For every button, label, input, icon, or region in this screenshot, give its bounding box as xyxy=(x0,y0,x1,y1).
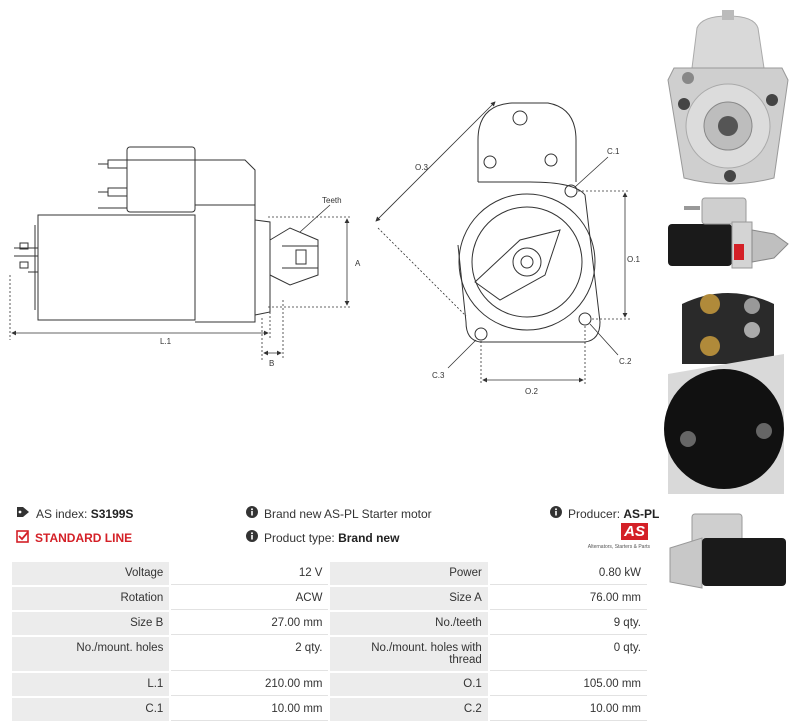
as-index-value[interactable]: S3199S xyxy=(90,506,134,521)
photo-side[interactable] xyxy=(662,192,794,280)
label-o2: O.2 xyxy=(525,387,538,396)
label-b: B xyxy=(269,359,274,368)
spec-value: 0 qty. xyxy=(489,637,647,671)
label-a: A xyxy=(355,259,361,268)
spec-value: ACW xyxy=(171,587,329,610)
spec-label: No./mount. holes with thread xyxy=(330,637,488,671)
spec-value: 76.00 mm xyxy=(489,587,647,610)
spec-label: Size B xyxy=(12,612,170,635)
side-dimensions xyxy=(9,204,352,360)
spec-value: 9 qty. xyxy=(489,612,647,635)
spec-value: 0.80 kW xyxy=(489,562,647,585)
side-view xyxy=(14,146,319,323)
label-l1: L.1 xyxy=(160,337,172,346)
label-o3: O.3 xyxy=(415,163,428,172)
as-index: AS index: S3199S xyxy=(16,506,133,521)
spec-label: Voltage xyxy=(12,562,170,585)
product-type: Product type: Brand new xyxy=(246,530,399,545)
photo-angled[interactable] xyxy=(662,508,794,598)
label-c1: C.1 xyxy=(607,147,620,156)
check-square-icon xyxy=(16,530,29,546)
as-pl-logo: AS Alternators, Starters & Parts xyxy=(587,523,650,550)
spec-value: 27.00 mm xyxy=(171,612,329,635)
spec-label: Size A xyxy=(330,587,488,610)
tags-icon xyxy=(16,506,30,521)
spec-label: Rotation xyxy=(12,587,170,610)
info-icon xyxy=(246,530,258,545)
standard-line: STANDARD LINE xyxy=(16,530,132,546)
spec-label: No./mount. holes xyxy=(12,637,170,671)
spec-label: L.1 xyxy=(12,673,170,696)
spec-label: Power xyxy=(330,562,488,585)
front-dimensions xyxy=(375,101,630,385)
spec-label: No./teeth xyxy=(330,612,488,635)
product-description: Brand new AS-PL Starter motor xyxy=(246,506,432,521)
spec-value: 12 V xyxy=(171,562,329,585)
technical-drawing: Teeth A B L.1 O.3 O.1 O.2 C.1 C.2 C.3 xyxy=(9,101,640,396)
photo-front[interactable] xyxy=(662,8,794,188)
producer: Producer: AS-PL xyxy=(550,506,659,521)
spec-label: O.1 xyxy=(330,673,488,696)
front-view xyxy=(457,102,601,343)
label-c2: C.2 xyxy=(619,357,632,366)
spec-value: 10.00 mm xyxy=(489,698,647,721)
spec-value: 2 qty. xyxy=(171,637,329,671)
info-icon xyxy=(246,506,258,521)
spec-label: C.2 xyxy=(330,698,488,721)
spec-label: C.1 xyxy=(12,698,170,721)
spec-value: 210.00 mm xyxy=(171,673,329,696)
spec-value: 105.00 mm xyxy=(489,673,647,696)
spec-value: 10.00 mm xyxy=(171,698,329,721)
label-teeth: Teeth xyxy=(322,196,342,205)
photo-rear[interactable] xyxy=(662,284,794,500)
label-o1: O.1 xyxy=(627,255,640,264)
label-c3: C.3 xyxy=(432,371,445,380)
info-icon xyxy=(550,506,562,521)
